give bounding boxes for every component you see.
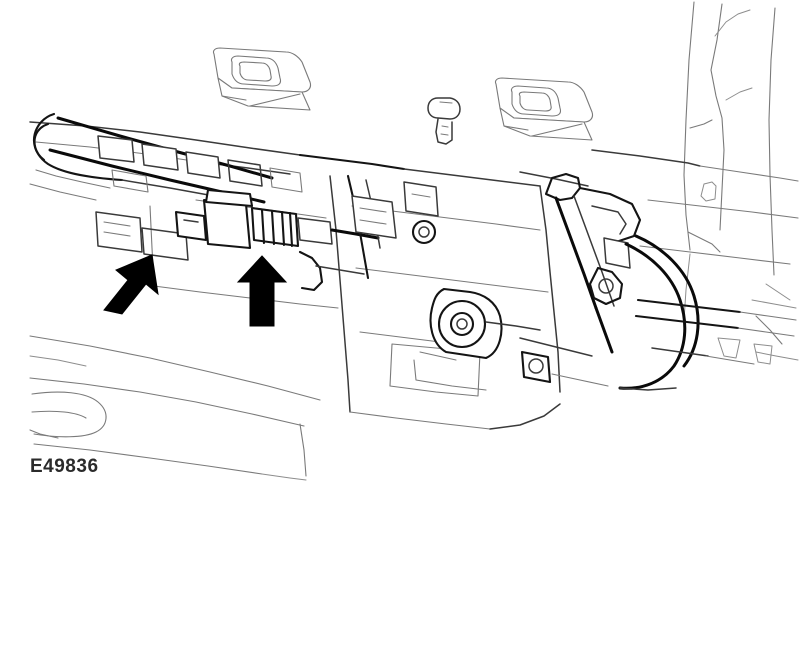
figure-reference-label: E49836 (30, 456, 99, 477)
push-pin-fastener (427, 97, 461, 145)
upper-body-surface (519, 149, 799, 361)
indicator-arrow-right (236, 255, 288, 327)
retaining-clip-upper-right (494, 77, 594, 141)
pedal-box-panel (683, 1, 791, 345)
pivot-bushing (413, 287, 541, 391)
retaining-clip-upper-left (212, 47, 312, 111)
indicator-arrow-left (103, 254, 159, 315)
column-shroud-detail (95, 135, 303, 261)
right-mounting-bracket (519, 172, 642, 387)
floor-trim-edge (29, 335, 321, 481)
electrical-connector (174, 188, 380, 250)
wiring-harness-right (618, 234, 797, 391)
mounting-bracket-center (298, 174, 439, 292)
